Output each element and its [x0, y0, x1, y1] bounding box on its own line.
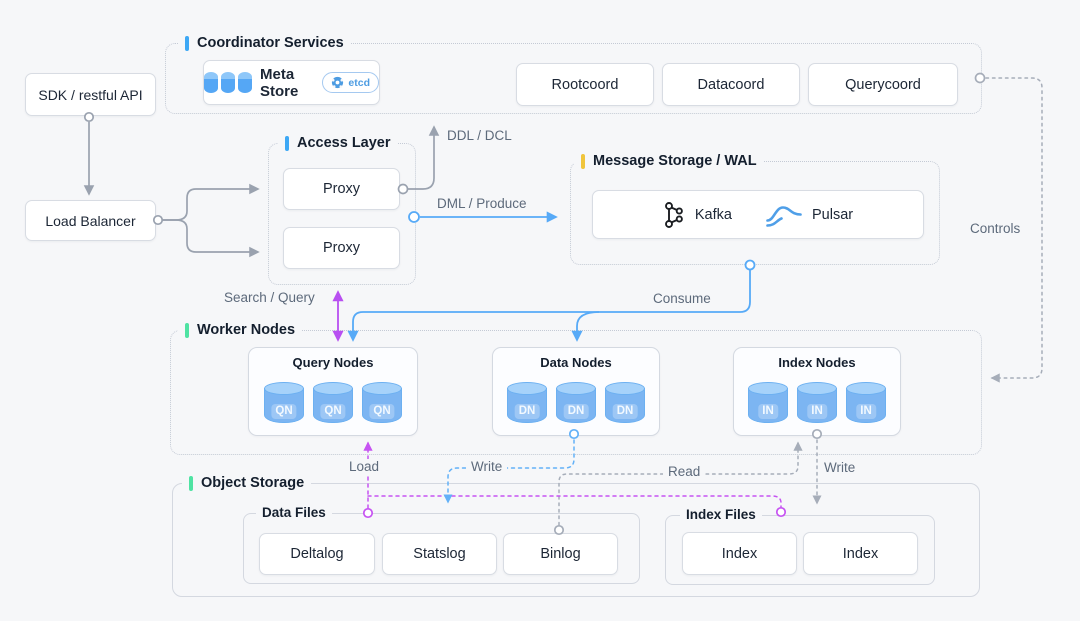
query-node-cylinder-icon: QN	[362, 382, 402, 423]
flow-label-dml: DML / Produce	[437, 196, 527, 211]
yellow-accent-bar	[581, 153, 585, 169]
flow-lb-to-proxy2	[162, 219, 260, 258]
dn-label: DN	[612, 404, 638, 419]
flow-label-write-index: Write	[824, 460, 856, 475]
object-storage-label: Object Storage	[201, 475, 305, 491]
qn-label: QN	[271, 404, 297, 419]
database-cylinder-icon	[238, 72, 252, 93]
data-files-title: Data Files	[256, 503, 332, 523]
deltalog-label: Deltalog	[290, 546, 344, 562]
sdk-label: SDK / restful API	[38, 86, 143, 103]
database-cylinder-icon	[221, 72, 235, 93]
index-files-title: Index Files	[680, 505, 762, 525]
flow-label-write-data: Write	[466, 459, 508, 474]
qn-label: QN	[320, 404, 346, 419]
data-nodes-title: Data Nodes	[540, 355, 612, 370]
coordinator-services-title: Coordinator Services	[178, 33, 351, 53]
load-balancer-node: Load Balancer	[25, 200, 156, 241]
index-node-cylinder-icon: IN	[846, 382, 886, 423]
statslog-label: Statslog	[413, 546, 466, 562]
in-label: IN	[807, 404, 827, 419]
index-label: Index	[721, 545, 758, 562]
flow-label-read: Read	[663, 464, 706, 479]
binlog-node: Binlog	[503, 533, 618, 575]
proxy-label: Proxy	[322, 240, 361, 256]
binlog-label: Binlog	[540, 546, 581, 562]
data-node-cylinder-icon: DN	[507, 382, 547, 423]
message-storage-title: Message Storage / WAL	[574, 151, 764, 171]
blue-accent-bar	[285, 135, 289, 151]
sdk-node: SDK / restful API	[25, 73, 156, 116]
gray-dashed-flows	[558, 77, 1043, 526]
blue-accent-bar	[185, 35, 189, 51]
flow-label-load: Load	[344, 459, 385, 474]
meta-store-node: Meta Store etcd	[203, 60, 380, 105]
query-nodes-group: Query Nodes QN QN QN	[248, 347, 418, 436]
data-node-cylinder-icon: DN	[556, 382, 596, 423]
pulsar-icon	[766, 205, 802, 227]
kafka-icon	[664, 201, 683, 228]
meta-store-label: Meta Store	[260, 65, 299, 100]
qn-label: QN	[369, 404, 395, 419]
message-storage-label: Message Storage / WAL	[593, 153, 757, 169]
index-node-cylinder-icon: IN	[748, 382, 788, 423]
data-node-cylinder-icon: DN	[605, 382, 645, 423]
green-accent-bar	[189, 475, 193, 491]
querycoord-node: Querycoord	[808, 63, 958, 106]
index-file-node-1: Index	[682, 532, 797, 575]
object-storage-title: Object Storage	[182, 473, 312, 493]
flow-lb-to-proxy1	[162, 183, 260, 221]
rootcoord-label: Rootcoord	[551, 76, 619, 93]
dn-label: DN	[514, 404, 540, 419]
statslog-node: Statslog	[382, 533, 497, 575]
access-layer-title: Access Layer	[278, 133, 398, 153]
proxy-label: Proxy	[322, 181, 361, 197]
index-nodes-group: Index Nodes IN IN IN	[733, 347, 901, 436]
green-accent-bar	[185, 322, 189, 338]
in-label: IN	[758, 404, 778, 419]
index-label: Index	[842, 545, 879, 562]
querycoord-label: Querycoord	[845, 76, 921, 93]
query-node-cylinder-icon: QN	[313, 382, 353, 423]
data-nodes-group: Data Nodes DN DN DN	[492, 347, 660, 436]
coordinator-services-label: Coordinator Services	[197, 35, 344, 51]
in-label: IN	[856, 404, 876, 419]
load-balancer-label: Load Balancer	[45, 212, 136, 229]
database-cylinder-icon	[204, 72, 218, 93]
datacoord-node: Datacoord	[662, 63, 800, 106]
worker-nodes-title: Worker Nodes	[178, 320, 303, 340]
meta-store-cylinders-icon	[204, 72, 252, 93]
datacoord-label: Datacoord	[697, 76, 765, 93]
flow-label-consume: Consume	[653, 291, 711, 306]
pulsar-label: Pulsar	[811, 206, 854, 223]
dn-label: DN	[563, 404, 589, 419]
rootcoord-node: Rootcoord	[516, 63, 654, 106]
index-nodes-title: Index Nodes	[778, 355, 856, 370]
kafka-label: Kafka	[694, 206, 732, 223]
query-node-cylinder-icon: QN	[264, 382, 304, 423]
etcd-label: etcd	[348, 76, 370, 89]
etcd-icon	[332, 76, 344, 89]
proxy-node-2: Proxy	[283, 227, 400, 269]
index-node-cylinder-icon: IN	[797, 382, 837, 423]
data-files-container	[243, 513, 640, 584]
query-nodes-title: Query Nodes	[292, 355, 374, 370]
flow-label-ddl: DDL / DCL	[447, 128, 512, 143]
flow-label-search-query: Search / Query	[224, 290, 315, 305]
kafka-pulsar-node: Kafka Pulsar	[592, 190, 924, 239]
index-files-container	[665, 515, 935, 585]
index-file-node-2: Index	[803, 532, 918, 575]
etcd-badge: etcd	[322, 72, 379, 93]
flow-label-controls: Controls	[970, 221, 1021, 236]
access-layer-label: Access Layer	[297, 135, 391, 151]
deltalog-node: Deltalog	[259, 533, 375, 575]
worker-nodes-label: Worker Nodes	[197, 322, 296, 338]
proxy-node-1: Proxy	[283, 168, 400, 210]
